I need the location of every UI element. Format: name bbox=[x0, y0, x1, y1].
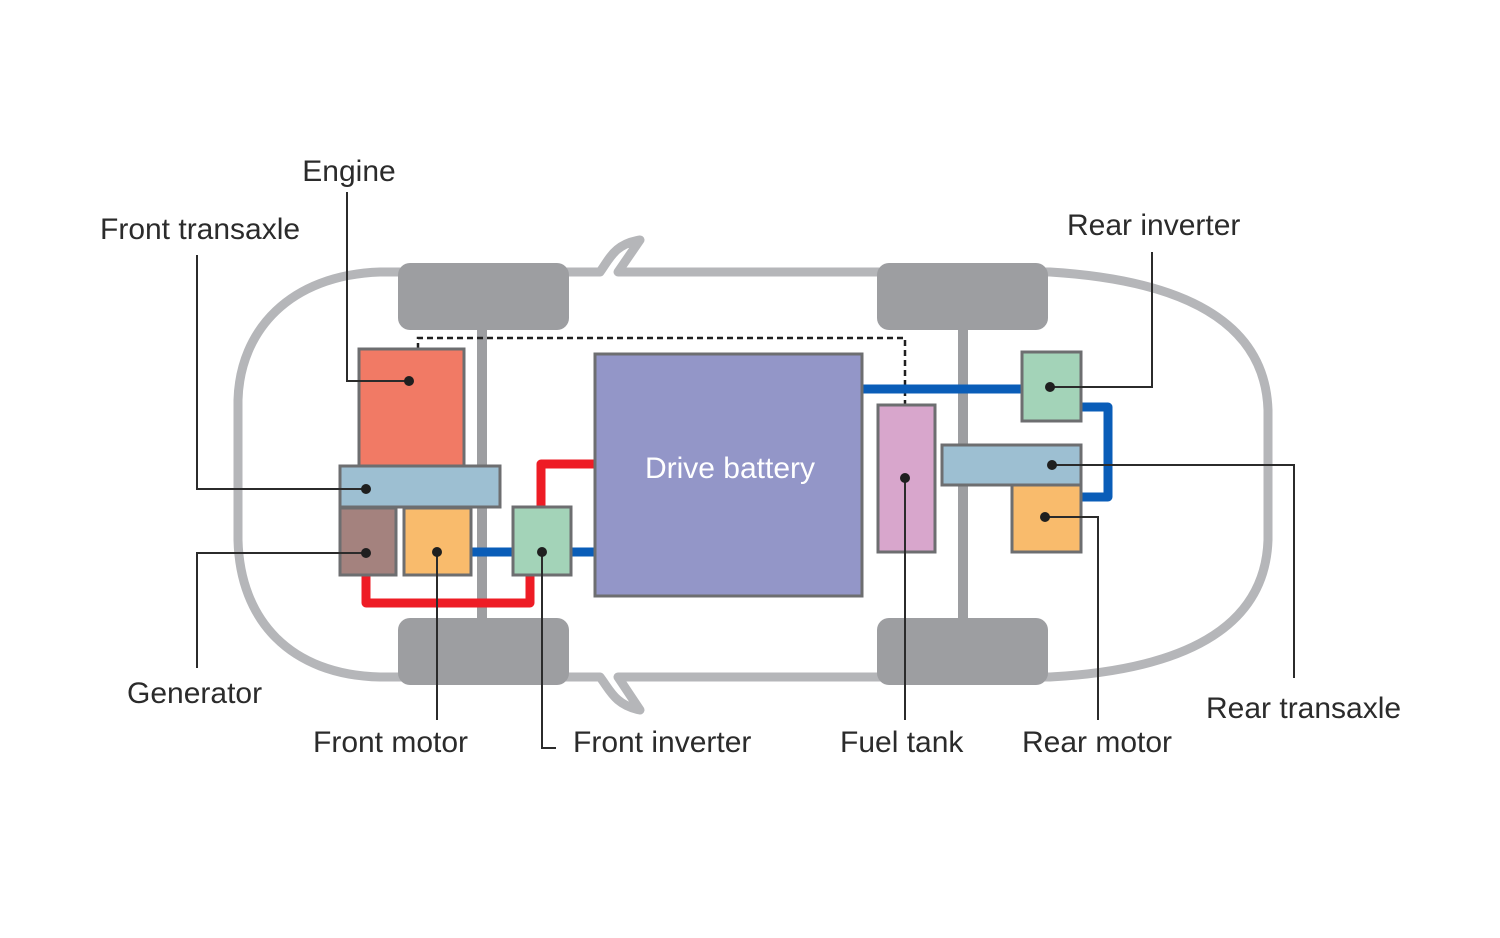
rear-inverter-leader bbox=[1052, 252, 1153, 388]
wheels bbox=[398, 263, 1048, 685]
rear-motor-dot bbox=[1040, 512, 1050, 522]
front-motor-dot bbox=[432, 547, 442, 557]
front-transaxle-label: Front transaxle bbox=[100, 213, 300, 246]
fuel-tank-dot bbox=[900, 473, 910, 483]
front-inverter-label: Front inverter bbox=[573, 726, 751, 759]
leader-dots bbox=[361, 376, 1057, 558]
drive-battery-box bbox=[593, 352, 864, 598]
front-left-wheel bbox=[398, 263, 569, 330]
rear-inverter-motor-line bbox=[1080, 402, 1113, 502]
leader-lines bbox=[196, 192, 1295, 749]
rear-transaxle-leader bbox=[1052, 464, 1295, 678]
generator-inverter-line bbox=[361, 575, 535, 608]
fuel-line bbox=[416, 336, 907, 405]
generator-leader bbox=[196, 552, 366, 668]
generator-dot bbox=[361, 548, 371, 558]
engine-label: Engine bbox=[302, 155, 395, 188]
generator-label: Generator bbox=[127, 677, 262, 710]
rear-inverter-label: Rear inverter bbox=[1067, 209, 1240, 242]
engine-dot bbox=[404, 376, 414, 386]
car-body-outline bbox=[233, 235, 1273, 715]
inverter-battery-red-line bbox=[536, 459, 596, 507]
front-inverter-dot bbox=[537, 547, 547, 557]
engine-leader bbox=[346, 192, 409, 382]
rear-transaxle-label: Rear transaxle bbox=[1206, 692, 1401, 725]
engine-box bbox=[357, 347, 466, 469]
rear-transaxle-dot bbox=[1047, 460, 1057, 470]
components bbox=[338, 347, 1083, 598]
labels: Engine Front transaxle Generator Front m… bbox=[100, 155, 1401, 759]
rear-left-wheel bbox=[877, 263, 1048, 330]
car-body bbox=[233, 235, 1273, 715]
rear-inverter-dot bbox=[1045, 382, 1055, 392]
front-right-wheel bbox=[398, 618, 569, 685]
rear-right-wheel bbox=[877, 618, 1048, 685]
rear-motor-leader bbox=[1045, 516, 1099, 720]
front-transaxle-dot bbox=[361, 484, 371, 494]
generator-box bbox=[338, 506, 398, 577]
front-motor-label: Front motor bbox=[313, 726, 468, 759]
front-inverter-leader bbox=[541, 552, 556, 749]
drive-battery-label: Drive battery bbox=[645, 452, 815, 485]
rear-motor-label: Rear motor bbox=[1022, 726, 1172, 759]
front-transaxle-leader bbox=[196, 255, 366, 490]
fuel-tank-label: Fuel tank bbox=[840, 726, 964, 759]
